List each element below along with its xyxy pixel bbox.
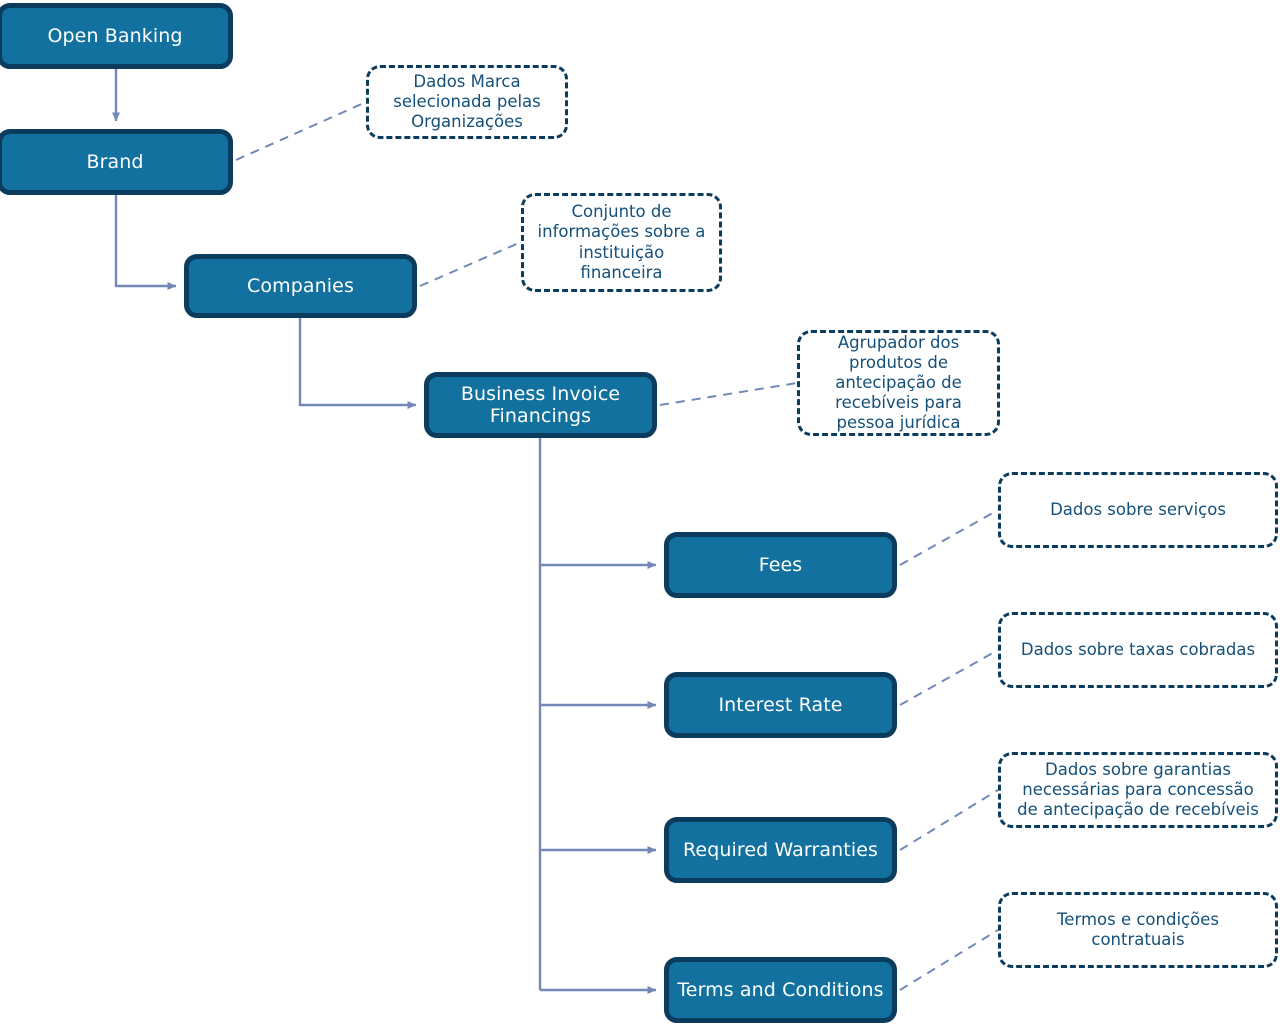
node-required-warranties[interactable]: Required Warranties [664,817,897,883]
callout-fees: Dados sobre serviços [998,472,1278,548]
callout-required-warranties: Dados sobre garantias necessárias para c… [998,752,1278,828]
callout-text: Dados sobre taxas cobradas [1020,639,1256,659]
node-label: Companies [247,274,354,297]
node-label: Brand [86,150,144,173]
node-interest-rate[interactable]: Interest Rate [664,672,897,738]
callout-text: Agrupador dos produtos de antecipação de… [835,332,962,433]
callout-text: Dados sobre garantias necessárias para c… [1017,759,1259,820]
callout-business-invoice-financings: Agrupador dos produtos de antecipação de… [797,330,1000,436]
link-bif-callout [659,382,798,406]
node-label: Fees [758,553,803,576]
callout-terms-and-conditions: Termos e condições contratuais [998,892,1278,968]
node-companies[interactable]: Companies [184,254,417,318]
callout-companies: Conjunto de informações sobre a institui… [521,193,722,292]
node-label: Terms and Conditions [677,978,884,1001]
node-fees[interactable]: Fees [664,532,897,598]
link-brand-callout [235,101,367,161]
callout-brand: Dados Marca selecionada pelas Organizaçõ… [366,65,568,139]
node-label: Interest Rate [718,693,843,716]
link-interest-rate-callout [899,649,999,706]
callout-text: Dados sobre serviços [1050,499,1226,519]
node-label: Open Banking [47,24,183,47]
link-fees-callout [899,509,999,566]
node-label: Required Warranties [682,838,878,861]
callout-interest-rate: Dados sobre taxas cobradas [998,612,1278,688]
edge-companies-bif [298,318,417,409]
node-business-invoice-financings[interactable]: Business Invoice Financings [424,372,657,438]
node-terms-and-conditions[interactable]: Terms and Conditions [664,957,897,1023]
node-brand[interactable]: Brand [0,129,233,195]
link-companies-callout [419,241,522,287]
edge-brand-companies [114,195,177,290]
link-required-warranties-callout [899,789,999,851]
callout-text: Conjunto de informações sobre a institui… [537,202,706,282]
link-terms-and-conditions-callout [899,929,999,991]
callout-text: Dados Marca selecionada pelas Organizaçõ… [393,71,541,132]
callout-text: Termos e condições contratuais [1057,909,1219,949]
node-open-banking[interactable]: Open Banking [0,3,233,69]
node-label: Business Invoice Financings [460,382,621,427]
